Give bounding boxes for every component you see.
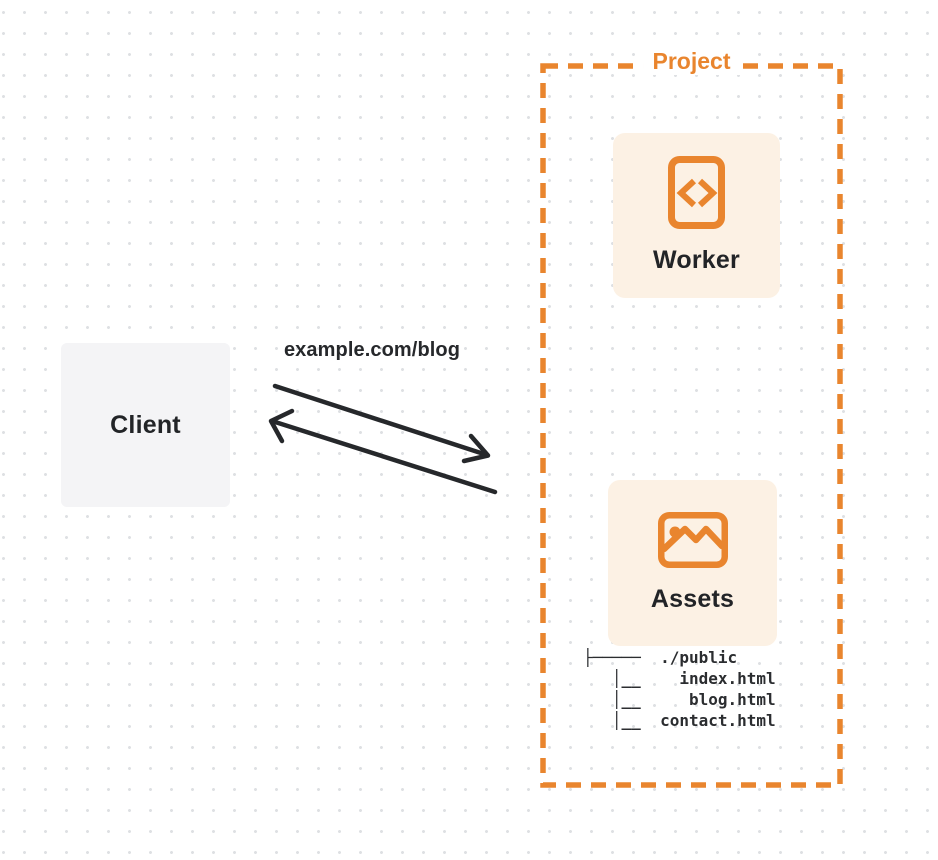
request-arrowhead-icon [461, 433, 491, 464]
client-node: Client [61, 343, 230, 507]
project-boundary: Project Worker Assets ├───── ./public │_… [540, 48, 843, 788]
assets-file-tree: ├───── ./public │__ index.html │__ blog.… [583, 648, 776, 730]
response-arrowhead-icon [268, 408, 295, 444]
response-arrow-line [269, 418, 498, 495]
worker-node: Worker [613, 133, 780, 298]
client-label: Client [110, 410, 181, 439]
image-icon [657, 512, 728, 568]
assets-node: Assets [608, 480, 777, 646]
request-arrow-line [272, 383, 490, 458]
code-file-icon [668, 156, 725, 229]
request-url-label: example.com/blog [283, 339, 461, 361]
project-dashed-border [540, 63, 843, 788]
project-label: Project [642, 48, 741, 75]
request-response-arrows [268, 383, 498, 495]
worker-label: Worker [653, 246, 740, 274]
assets-label: Assets [650, 585, 735, 613]
